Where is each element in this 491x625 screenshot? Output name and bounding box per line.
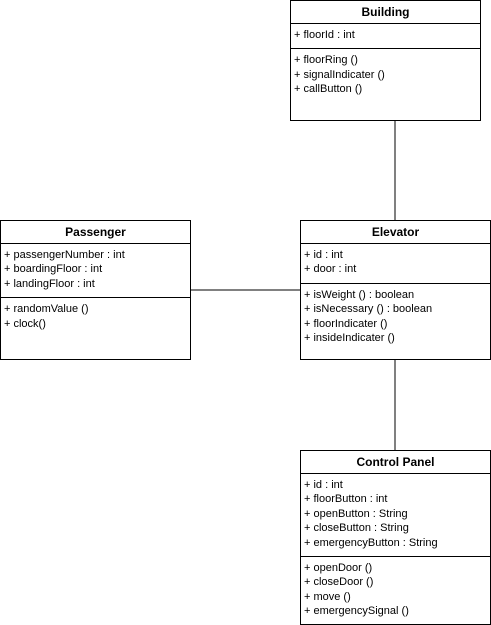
attribute: + floorId : int — [294, 29, 355, 41]
attribute: + landingFloor : int — [4, 277, 95, 290]
method: + move () — [304, 590, 351, 603]
class-elevator[interactable]: Elevator + id : int + door : int + isWei… — [300, 220, 491, 360]
class-passenger-methods: + randomValue () + clock() — [1, 298, 190, 337]
attribute: + id : int — [304, 479, 343, 491]
method: + floorRing () — [294, 54, 358, 67]
class-control-panel-methods: + openDoor () + closeDoor () + move () +… — [301, 557, 490, 625]
attribute: + boardingFloor : int — [4, 263, 103, 276]
class-building-attributes: + floorId : int — [291, 24, 480, 50]
attribute: + openButton : String — [304, 507, 408, 520]
class-passenger-name: Passenger — [1, 221, 190, 244]
attribute: + passengerNumber : int — [4, 249, 125, 261]
class-elevator-methods: + isWeight () : boolean + isNecessary ()… — [301, 284, 490, 352]
method: + insideIndicater () — [304, 332, 395, 345]
class-building-name: Building — [291, 1, 480, 24]
class-passenger[interactable]: Passenger + passengerNumber : int + boar… — [0, 220, 191, 360]
class-passenger-attributes: + passengerNumber : int + boardingFloor … — [1, 244, 190, 299]
method: + randomValue () — [4, 303, 89, 316]
attribute: + door : int — [304, 263, 357, 276]
class-elevator-attributes: + id : int + door : int — [301, 244, 490, 284]
class-control-panel-name: Control Panel — [301, 451, 490, 474]
method: + isWeight () : boolean — [304, 288, 415, 301]
method: + openDoor () — [304, 562, 373, 575]
method: + emergencySignal () — [304, 605, 409, 618]
method: + clock() — [4, 317, 46, 330]
class-building[interactable]: Building + floorId : int + floorRing () … — [290, 0, 481, 121]
attribute: + id : int — [304, 249, 343, 261]
attribute: + floorButton : int — [304, 493, 388, 506]
class-building-methods: + floorRing () + signalIndicater () + ca… — [291, 49, 480, 102]
method: + closeDoor () — [304, 576, 374, 589]
method: + isNecessary () : boolean — [304, 303, 433, 316]
attribute: + emergencyButton : String — [304, 536, 438, 549]
method: + floorIndicater () — [304, 317, 388, 330]
class-control-panel[interactable]: Control Panel + id : int + floorButton :… — [300, 450, 491, 625]
attribute: + closeButton : String — [304, 522, 409, 535]
method: + signalIndicater () — [294, 68, 385, 81]
method: + callButton () — [294, 83, 363, 96]
class-elevator-name: Elevator — [301, 221, 490, 244]
class-control-panel-attributes: + id : int + floorButton : int + openBut… — [301, 474, 490, 558]
